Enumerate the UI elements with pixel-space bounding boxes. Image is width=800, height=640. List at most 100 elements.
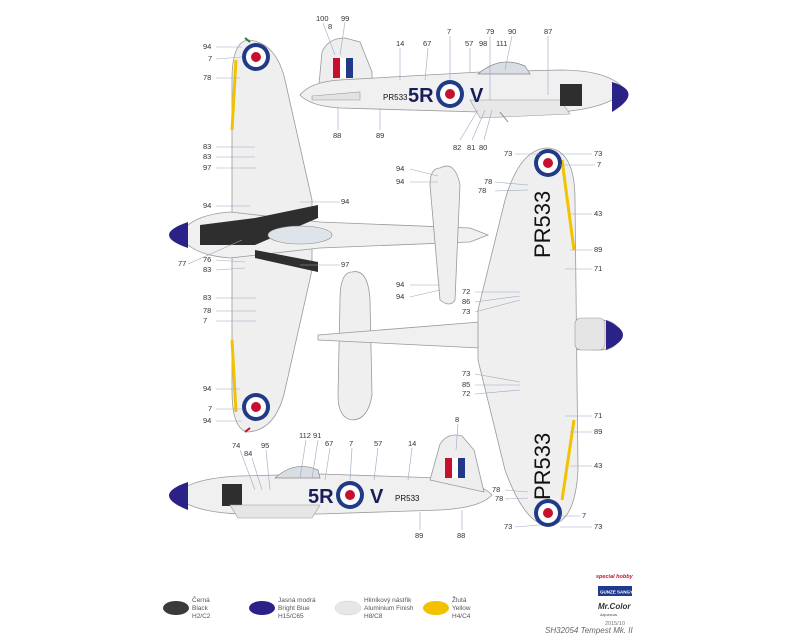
bottom-callout-2: 84 (244, 449, 252, 458)
bottom-callout-5: 91 (313, 431, 321, 440)
bottom-callout-9: 14 (408, 439, 416, 448)
bottom-side-callouts: 74 84 95 112 91 67 7 57 14 8 89 88 (232, 415, 465, 540)
legend-item-bright-blue: Jasná modrá Bright Blue H15/C65 (249, 597, 316, 620)
under-serial-top: PR533 (530, 191, 555, 258)
color-legend: Černá Black H2/C2 Jasná modrá Bright Blu… (163, 595, 471, 620)
top-callout-14: 89 (376, 131, 384, 140)
top-callout-9: 79 (486, 27, 494, 36)
bottom-callout-10: 8 (455, 415, 459, 424)
top-callout-15: 82 (453, 143, 461, 152)
top-callout-16: 81 (467, 143, 475, 152)
bottom-callout-4: 112 (299, 431, 311, 440)
under-callout-21: 7 (582, 511, 586, 520)
top-callout-4: 14 (396, 39, 404, 48)
bottom-callout-8: 57 (374, 439, 382, 448)
bottom-callout-1: 74 (232, 441, 240, 450)
under-callout-20: 73 (504, 522, 512, 531)
upper-callout-14: 78 (203, 306, 211, 315)
bottom-code-left: 5R (308, 486, 334, 508)
footer-date: 2015/10 (605, 621, 625, 627)
legend-swatch-black (163, 601, 189, 615)
top-callout-3: 99 (341, 14, 349, 23)
upper-callout-3: 78 (203, 73, 211, 82)
under-callout-4: 78 (484, 177, 492, 186)
upper-center-callout-1: 94 (396, 164, 404, 173)
upper-callout-16: 94 (203, 384, 211, 393)
bottom-code-right: V (370, 486, 384, 508)
footer: 2015/10 SH32054 Tempest Mk. II (545, 621, 634, 635)
bottom-callout-12: 88 (457, 531, 465, 540)
under-callout-2: 73 (594, 149, 602, 158)
top-callout-2: 8 (328, 22, 332, 31)
special-hobby-logo: special hobby (596, 574, 634, 580)
top-callout-11: 111 (496, 39, 507, 48)
legend-swatch-blue (249, 601, 275, 615)
under-callout-5: 78 (478, 186, 486, 195)
under-callout-15: 71 (594, 411, 602, 420)
top-callout-13: 88 (333, 131, 341, 140)
legend-black-cz: Černá (192, 595, 210, 604)
under-callout-19: 78 (495, 494, 503, 503)
under-callout-16: 89 (594, 427, 602, 436)
under-callout-17: 43 (594, 461, 602, 470)
under-surface-callouts: 73 73 7 78 78 43 89 71 72 86 73 73 85 72… (462, 149, 602, 531)
upper-surface-callouts: 94 7 78 83 83 97 94 77 94 76 97 83 83 78… (178, 42, 441, 425)
under-callout-12: 73 (462, 369, 470, 378)
top-serial: PR533 (383, 93, 408, 102)
upper-callout-10: 76 (203, 255, 211, 264)
bottom-serial: PR533 (395, 494, 420, 503)
gunze-logo: GUNZE SANGYO (600, 590, 637, 595)
upper-callout-5: 83 (203, 152, 211, 161)
bottom-callout-7: 7 (349, 439, 353, 448)
top-side-callouts: 100 8 99 14 67 7 57 98 79 90 111 87 88 8… (316, 14, 552, 152)
under-callout-10: 86 (462, 297, 470, 306)
top-callout-7: 57 (465, 39, 473, 48)
brand-logos: special hobby GUNZE SANGYO Mr.Color Aque… (596, 574, 637, 617)
under-surface-view: PR533 PR533 (317, 147, 623, 527)
legend-aluminium-en: Aluminium Finish (364, 605, 414, 612)
upper-callout-11: 97 (341, 260, 349, 269)
legend-item-black: Černá Black H2/C2 (163, 595, 211, 620)
legend-blue-cz: Jasná modrá (278, 597, 316, 604)
legend-yellow-cz: Žlutá (452, 595, 467, 604)
top-callout-8: 98 (479, 39, 487, 48)
aqueous-logo: Aqueous (600, 612, 618, 617)
top-callout-12: 87 (544, 27, 552, 36)
upper-callout-8: 77 (178, 259, 186, 268)
upper-callout-17: 7 (208, 404, 212, 413)
legend-swatch-aluminium (334, 600, 362, 616)
upper-center-callout-4: 94 (396, 292, 404, 301)
top-side-profile: 5R V PR533 (299, 37, 629, 123)
upper-callout-2: 7 (208, 54, 212, 63)
under-callout-7: 89 (594, 245, 602, 254)
under-callout-18: 78 (492, 485, 500, 494)
under-callout-8: 71 (594, 264, 602, 273)
legend-yellow-code: H4/C4 (452, 613, 471, 620)
bottom-callout-6: 67 (325, 439, 333, 448)
gunze-logo-box (598, 586, 632, 596)
upper-callout-15: 7 (203, 316, 207, 325)
under-callout-22: 73 (594, 522, 602, 531)
legend-blue-code: H15/C65 (278, 613, 304, 620)
legend-aluminium-code: H8/C8 (364, 613, 383, 620)
top-callout-10: 90 (508, 27, 516, 36)
top-callout-6: 7 (447, 27, 451, 36)
legend-item-aluminium: Hliníkový nástřik Aluminium Finish H8/C8 (334, 597, 414, 620)
under-callout-3: 7 (597, 160, 601, 169)
footer-title: SH32054 Tempest Mk. II (545, 626, 634, 635)
under-callout-6: 43 (594, 209, 602, 218)
upper-callout-9: 94 (341, 197, 349, 206)
upper-callout-7: 94 (203, 201, 211, 210)
legend-blue-en: Bright Blue (278, 605, 310, 612)
upper-callout-12: 83 (203, 265, 211, 274)
upper-callout-4: 83 (203, 142, 211, 151)
legend-item-yellow: Žlutá Yellow H4/C4 (423, 595, 471, 620)
under-callout-1: 73 (504, 149, 512, 158)
top-code-right: V (470, 85, 484, 107)
legend-black-code: H2/C2 (192, 613, 211, 620)
top-callout-17: 80 (479, 143, 487, 152)
top-code-left: 5R (408, 85, 434, 107)
legend-swatch-yellow (423, 601, 449, 615)
under-callout-11: 73 (462, 307, 470, 316)
